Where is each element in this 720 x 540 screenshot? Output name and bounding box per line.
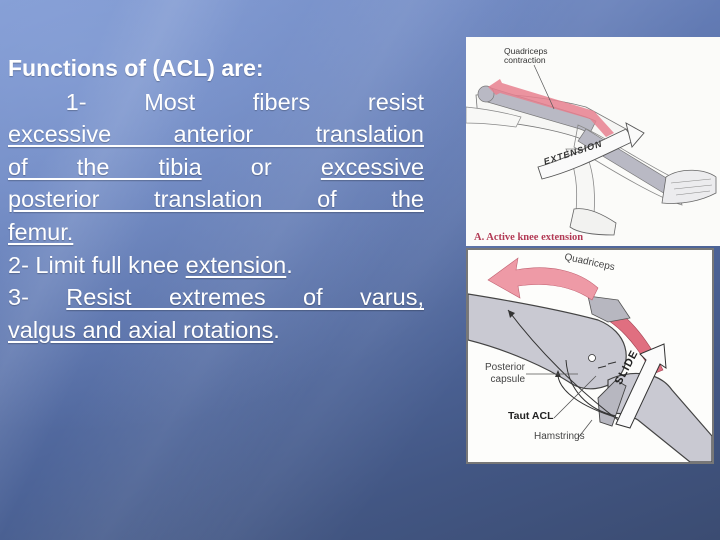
label-taut-acl: Taut ACL xyxy=(508,410,554,422)
figure-caption: A. Active knee extension xyxy=(474,232,584,243)
point-1: 1- Most fibers resist excessive anterior… xyxy=(8,86,424,249)
point-2-underlined: extension xyxy=(185,251,287,278)
point-1-underlined-posterior: posterior translation of the xyxy=(8,186,424,213)
point-1-underlined-anterior: excessive anterior translation xyxy=(8,121,424,148)
figure-knee-joint-diagram: Quadriceps Posterior capsule Taut ACL Ha… xyxy=(466,248,714,464)
label-quadriceps-contraction: Quadriceps contraction xyxy=(504,46,548,65)
point-3: 3- Resist extremes of varus, valgus and … xyxy=(8,281,424,346)
slide-heading: Functions of (ACL) are: xyxy=(8,55,264,81)
point-3-line-1: 3- Resist extremes of varus, xyxy=(8,284,424,311)
figure-active-knee-extension: Quadriceps contraction EXTENSION A. Acti… xyxy=(466,37,720,246)
leg-extension-illustration xyxy=(466,64,717,236)
point-3-line-2: valgus and axial rotations. xyxy=(8,316,280,343)
slide-body: Functions of (ACL) are: 1- Most fibers r… xyxy=(8,52,424,346)
point-1-line-1: 1- Most fibers resist xyxy=(65,88,425,115)
point-2: 2- Limit full knee extension. xyxy=(8,251,293,278)
label-hamstrings: Hamstrings xyxy=(534,431,585,442)
point-1-underlined-femur: femur. xyxy=(8,218,74,245)
label-posterior-capsule: Posterior capsule xyxy=(484,362,525,385)
point-1-line-3: of the tibia or excessive xyxy=(8,153,425,180)
knee-joint-illustration xyxy=(468,257,712,462)
